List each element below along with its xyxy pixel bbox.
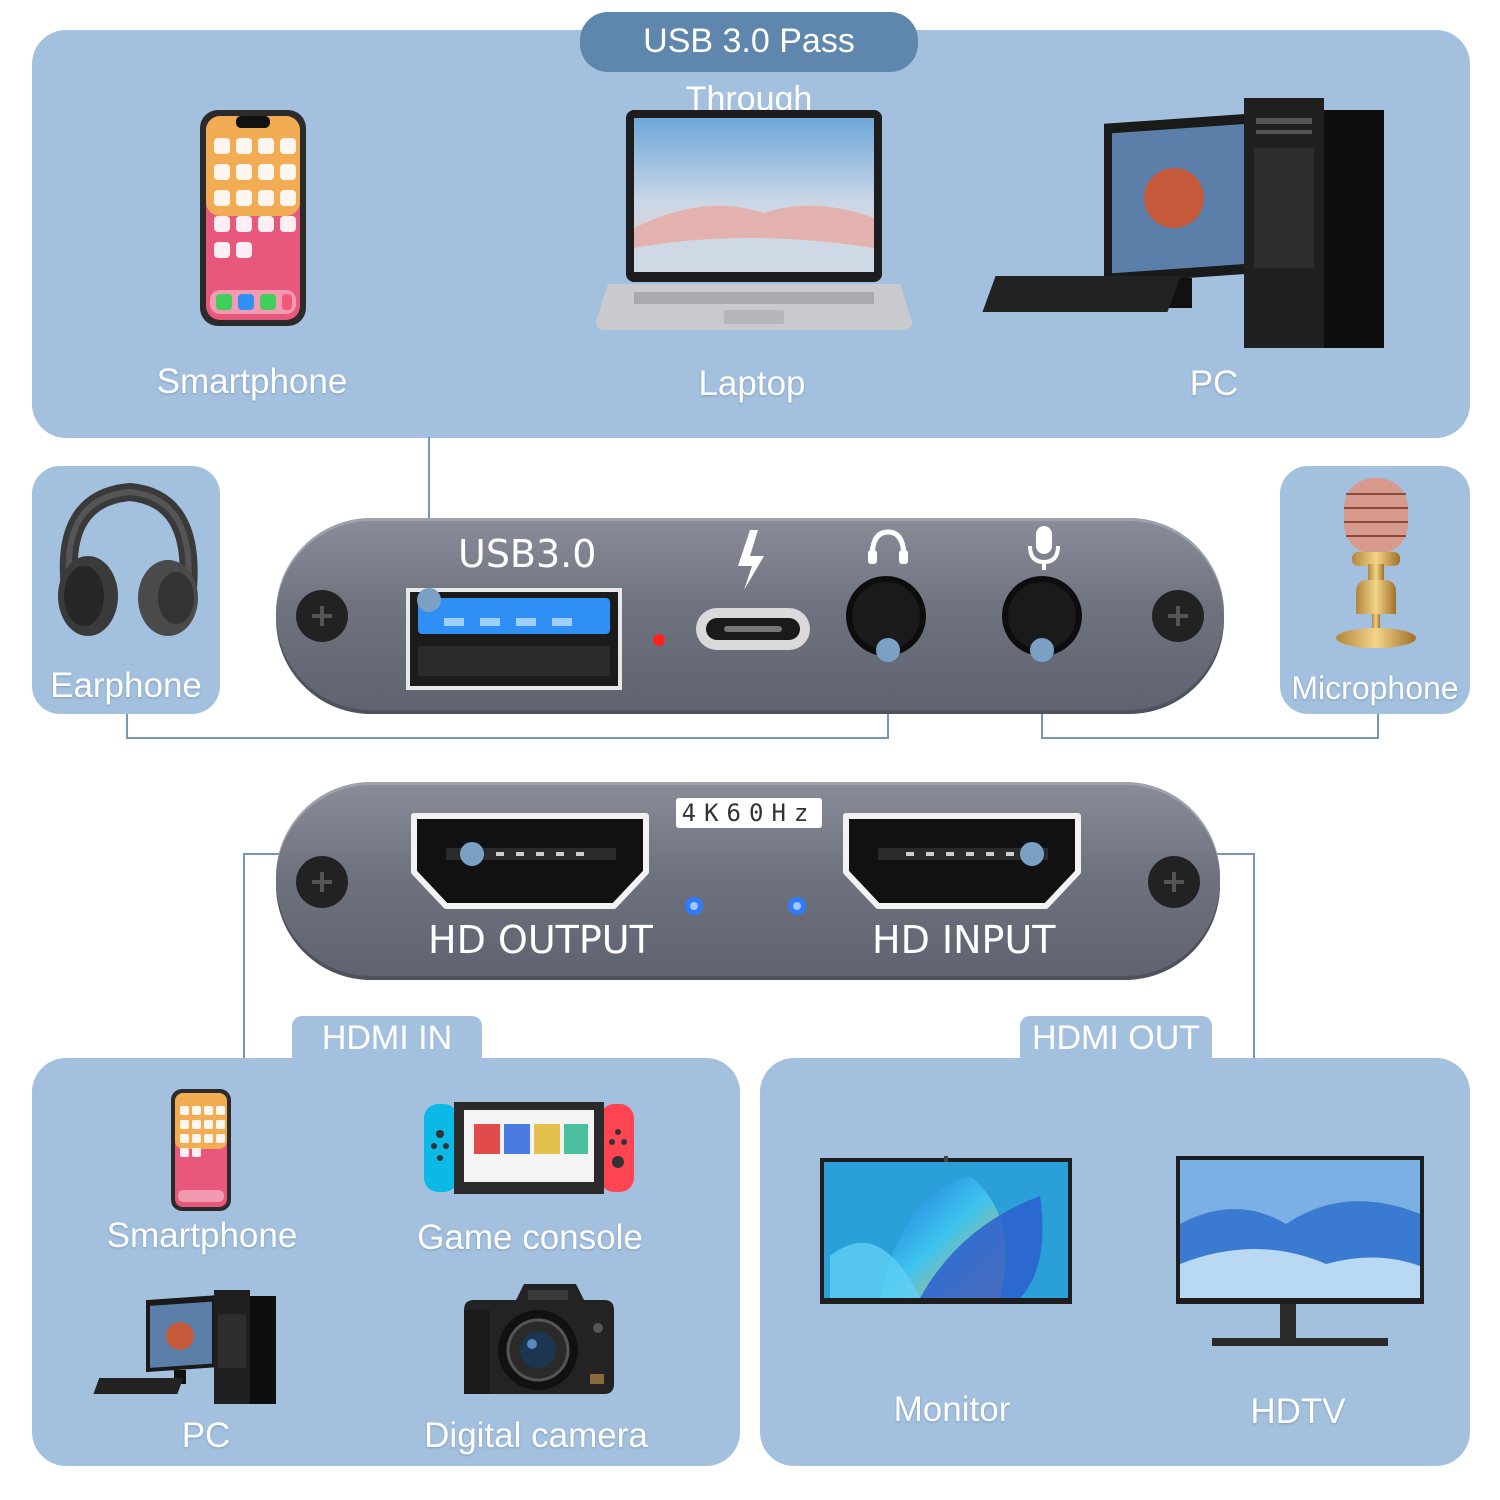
screw-icon <box>296 590 348 642</box>
game-console-icon <box>424 1102 634 1194</box>
smartphone-icon <box>171 1089 231 1211</box>
hdmi-in-pc-label: PC <box>181 1416 231 1455</box>
digital-camera-icon <box>464 1284 614 1394</box>
earphone-label: Earphone <box>50 666 202 705</box>
usb-item-pc-label: PC <box>1189 364 1239 403</box>
device-bottom-ports <box>296 813 1200 915</box>
microphone-label: Microphone <box>1291 670 1459 706</box>
laptop-icon <box>596 110 912 330</box>
pc-icon <box>982 98 1384 348</box>
usb-item-smartphone-label: Smartphone <box>156 362 348 401</box>
usb-item-laptop-label: Laptop <box>698 364 806 403</box>
usb3-port-label: USB3.0 <box>458 532 597 576</box>
hd-input-label: HD INPUT <box>872 918 1056 962</box>
monitor-icon <box>820 1156 1072 1304</box>
hdmi-out-tab: HDMI OUT <box>1020 1016 1212 1060</box>
hdmi-in-tab: HDMI IN <box>292 1016 482 1060</box>
usb-passthrough-title: USB 3.0 Pass Through <box>580 12 918 118</box>
screw-icon <box>1148 856 1200 908</box>
pc-icon <box>93 1290 276 1404</box>
hdmi-in-smartphone-label: Smartphone <box>106 1216 298 1255</box>
4k60hz-badge: 4K60Hz <box>676 798 822 828</box>
hd-output-label: HD OUTPUT <box>428 918 653 962</box>
hdmi-in-game-console-label: Game console <box>417 1218 643 1257</box>
hdmi-in-digital-camera-label: Digital camera <box>424 1416 648 1455</box>
smartphone-icon <box>200 110 306 326</box>
hdmi-out-hdtv-label: HDTV <box>1250 1392 1346 1431</box>
hdmi-out-monitor-label: Monitor <box>893 1390 1011 1429</box>
screw-icon <box>296 856 348 908</box>
hdtv-icon <box>1176 1156 1424 1346</box>
headphones-icon <box>58 482 198 636</box>
microphone-icon <box>1336 478 1416 648</box>
screw-icon <box>1152 590 1204 642</box>
device-top-ports <box>296 526 1204 690</box>
